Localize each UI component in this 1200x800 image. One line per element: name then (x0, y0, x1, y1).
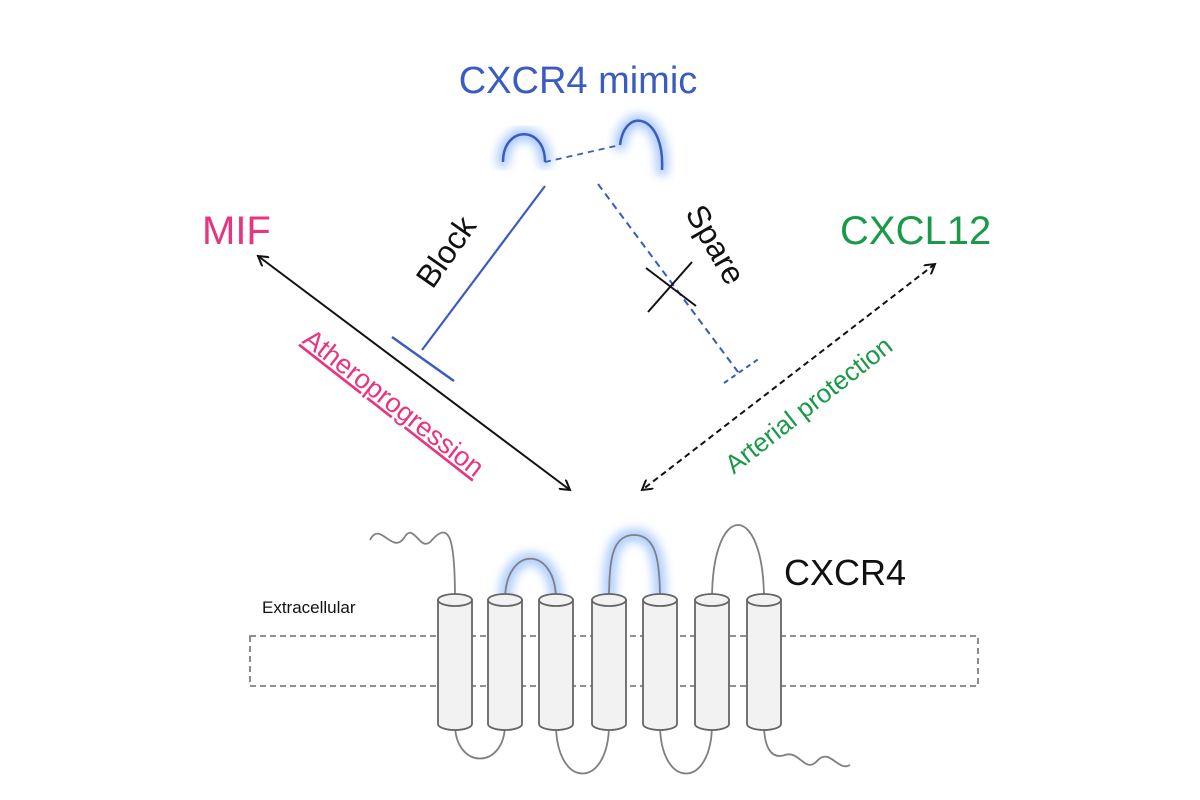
block-inhibition (391, 185, 546, 383)
ecl3 (711, 524, 765, 601)
cxcr4-receptor-label: CXCR4 (784, 552, 906, 593)
helix-tm2 (487, 593, 523, 731)
mimic-loop-right (618, 119, 664, 171)
helix-cap (487, 593, 523, 607)
helix-tm5 (642, 593, 678, 731)
helix-tm1 (437, 593, 473, 731)
extracellular-label: Extracellular (262, 598, 356, 617)
helix-body (591, 599, 627, 731)
icl3 (659, 723, 713, 775)
cross-mark-b (647, 261, 693, 313)
spare-inhibition (597, 183, 761, 384)
helix-tm4 (591, 593, 627, 731)
ecl2 (608, 534, 661, 601)
helix-cap (642, 593, 678, 607)
cxcl12-double-arrow (642, 264, 935, 490)
helix-body (437, 599, 473, 731)
helix-body (487, 599, 523, 731)
helix-tm6 (694, 593, 730, 731)
arterial-protection-label: Arterial protection (719, 330, 898, 479)
mif-double-arrow (258, 256, 570, 490)
cxcr4-mimic-group (497, 114, 669, 176)
transmembrane-helices (437, 593, 782, 731)
helix-cap (694, 593, 730, 607)
spare-label: Spare (679, 199, 753, 291)
mimic-loop-left (501, 133, 547, 163)
helix-cap (437, 593, 473, 607)
n-terminus (369, 531, 456, 601)
cxcr4-mimic-label: CXCR4 mimic (459, 60, 698, 102)
block-t-bar (391, 335, 455, 383)
mimic-linker (544, 144, 621, 163)
helix-body (538, 599, 574, 731)
c-terminus (763, 723, 851, 768)
helix-body (642, 599, 678, 731)
helix-body (694, 599, 730, 731)
cxcl12-label: CXCL12 (840, 209, 991, 253)
atheroprogression-label: Atheroprogression (297, 323, 489, 482)
mif-label: MIF (202, 209, 271, 253)
helix-body (746, 599, 782, 731)
helix-tm3 (538, 593, 574, 731)
glowing-loops (499, 528, 666, 601)
receptor-loops (369, 524, 851, 775)
icl2 (555, 723, 610, 775)
helix-cap (538, 593, 574, 607)
ecl1 (504, 558, 557, 601)
helix-tm7 (746, 593, 782, 731)
icl1 (454, 723, 506, 760)
helix-cap (591, 593, 627, 607)
helix-cap (746, 593, 782, 607)
